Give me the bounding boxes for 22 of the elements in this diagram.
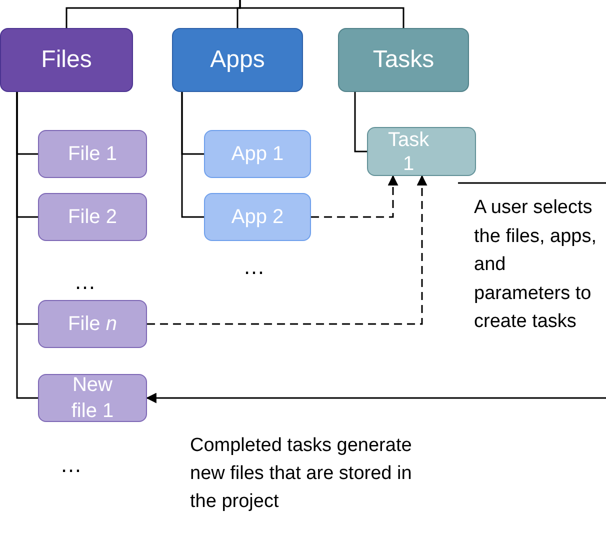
ellipsis-text: …	[74, 268, 96, 296]
file-box: File 1	[38, 130, 147, 178]
category-box: Tasks	[338, 28, 469, 92]
file-box: File 2	[38, 193, 147, 241]
dashed-arrow	[147, 174, 428, 325]
category-box: Apps	[172, 28, 303, 92]
connector-line	[354, 92, 367, 152]
app-box: App 1	[204, 130, 311, 178]
note-text: A user selects the files, apps, and parameters to create tasks	[474, 196, 598, 334]
connector-line	[181, 92, 204, 218]
ellipsis-text: …	[243, 253, 265, 281]
category-box: Files	[0, 28, 133, 92]
file-box: File n	[38, 300, 147, 348]
note-text: Completed tasks generate new files that are stored in the project	[190, 434, 413, 514]
dashed-arrow	[311, 174, 398, 218]
connector-line	[239, 0, 404, 28]
arrow	[146, 392, 606, 404]
task-box: Task 1	[367, 127, 476, 176]
ellipsis-text: …	[60, 451, 82, 479]
app-box: App 2	[204, 193, 311, 241]
file-box: New file 1	[38, 374, 147, 422]
connector-line	[16, 92, 38, 399]
